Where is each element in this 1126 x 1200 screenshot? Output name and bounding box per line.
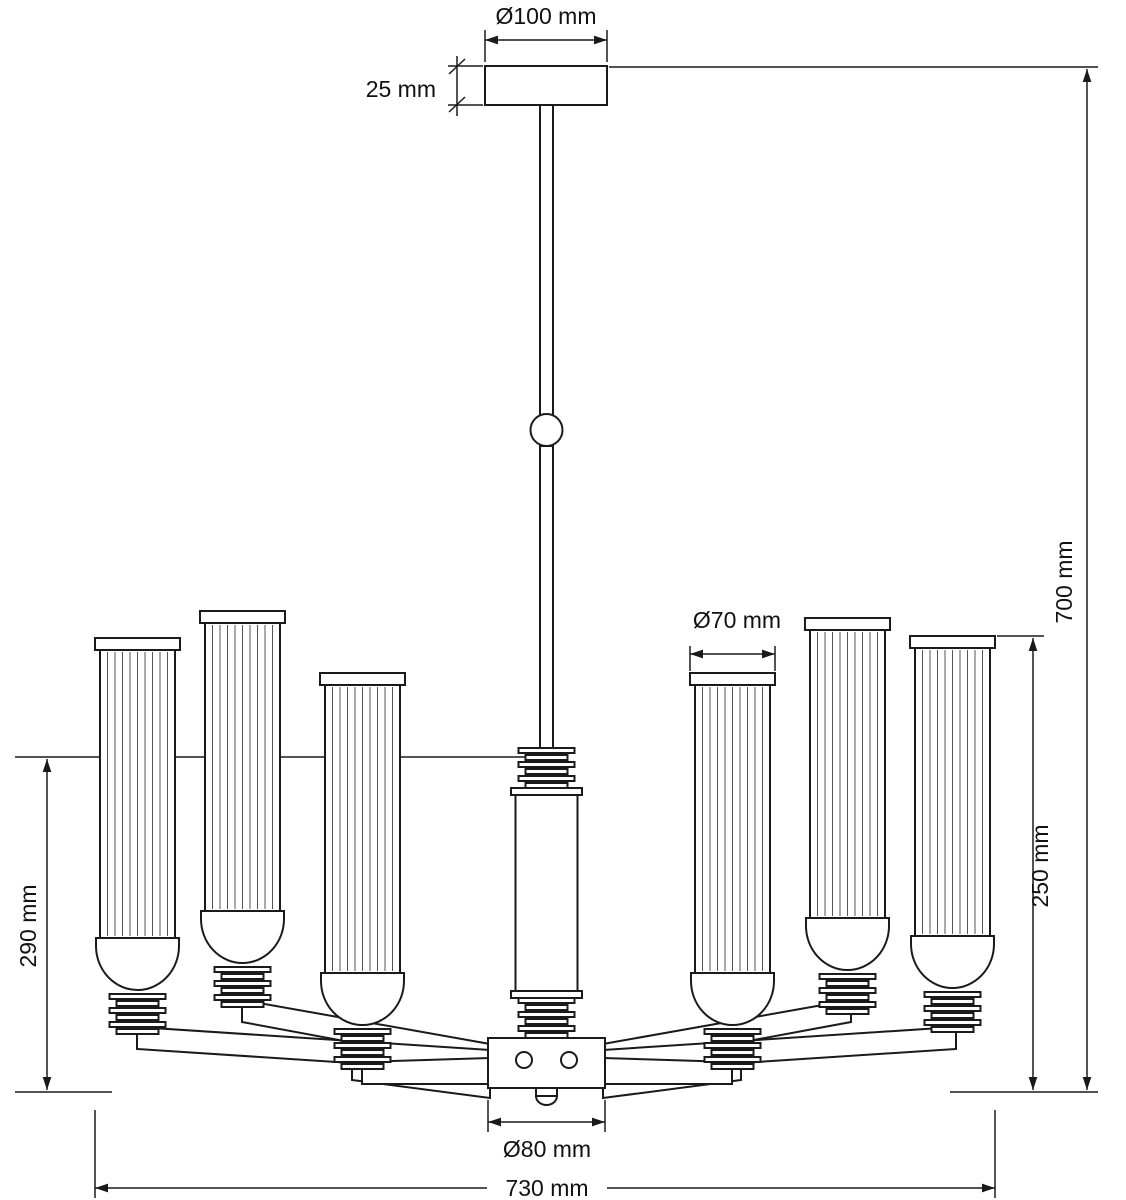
overall-height-label: 700 mm [1051,540,1077,623]
body-height-label: 290 mm [15,884,41,967]
suspension-rod-lower [539,445,554,749]
canopy-diameter-label: Ø100 mm [496,3,597,29]
canopy-height-label: 25 mm [366,76,436,102]
shade-height-label: 250 mm [1027,824,1053,907]
hub-socket-left [515,1051,533,1069]
shade-diameter-label: Ø70 mm [693,607,781,633]
lamp-shade-left-middle [200,611,285,1007]
lamp-shade-right-middle [805,618,890,1014]
lamp-shade-left-inner [320,673,405,1069]
suspension-rod-upper [539,103,554,417]
lamp-shade-right-outer [910,636,995,1032]
central-column [487,103,606,1106]
finial-knob [534,1095,559,1106]
dimension-overall-width: 730 mm [94,1110,996,1200]
hub-body [487,1037,606,1089]
dimension-shade-diameter: Ø70 mm [689,607,781,671]
overall-width-label: 730 mm [505,1175,588,1200]
hub-diameter-label: Ø80 mm [503,1136,591,1162]
dimension-shade-height: 250 mm [997,635,1053,1090]
cylinder-body [514,794,579,992]
rod-ball-joint [529,413,564,447]
lamp-shade-left-outer [95,638,180,1034]
finial-neck [535,1087,558,1097]
dimension-canopy-height: 25 mm [366,56,483,116]
dimension-overall-height: 700 mm [609,66,1098,1093]
ceiling-canopy [484,65,608,106]
column-rings-bottom [517,997,576,1039]
hub-socket-right [560,1051,578,1069]
cylinder-bottom-cap [510,990,583,999]
dimension-hub-diameter: Ø80 mm [487,1100,606,1162]
dimension-canopy-diameter: Ø100 mm [484,3,608,62]
dimension-body-height: 290 mm [15,759,112,1093]
cylinder-top-cap [510,787,583,796]
lamp-shade-right-inner [690,673,775,1069]
column-rings-top [517,747,576,789]
